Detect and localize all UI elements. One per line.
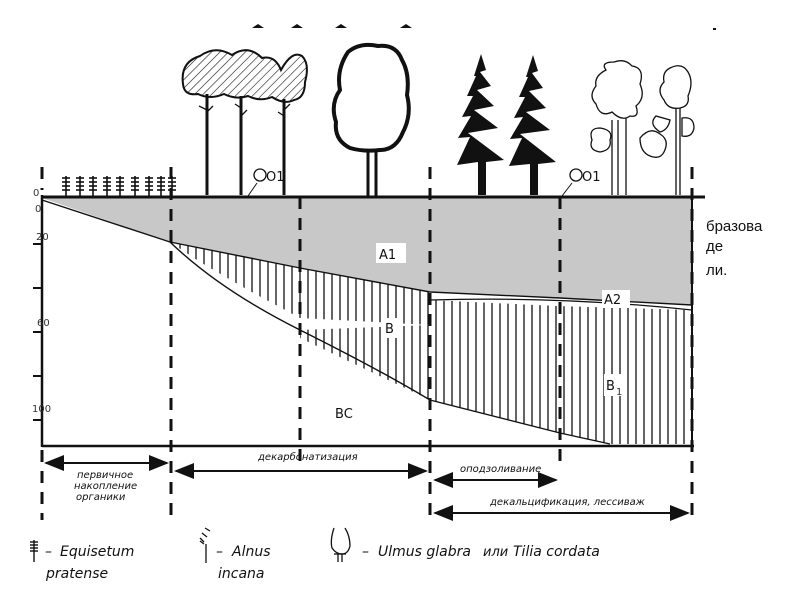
side-text-line-2: де <box>706 238 724 255</box>
litter-label-o1-left: O1 <box>266 170 285 185</box>
depth-label-60: 60 <box>37 318 50 329</box>
legend-alnus-name2: incana <box>218 566 265 582</box>
side-text-line-3: ли. <box>706 262 728 279</box>
equisetum-plant <box>89 176 97 196</box>
equisetum-plant <box>157 176 165 196</box>
side-text-line-1: бразова <box>706 218 763 235</box>
equisetum-plant <box>168 176 176 196</box>
equisetum-plant <box>145 176 153 196</box>
horizon-b1 <box>300 300 692 444</box>
equisetum-plant <box>62 176 70 196</box>
legend-equisetum-name1: Equisetum <box>60 544 134 560</box>
litter-label-o1-right: O1 <box>582 170 601 185</box>
top-fragment-marks <box>252 24 716 30</box>
legend-ulmus-dash: – <box>362 544 369 560</box>
legend-equisetum-dash: – <box>45 544 52 560</box>
equisetum-plant <box>116 176 124 196</box>
process-podzolization: оподзоливание <box>460 464 541 475</box>
depth-label-0b: 0 <box>35 204 41 215</box>
zone-dividers <box>40 167 694 520</box>
deciduous-outline-trees <box>561 60 695 197</box>
equisetum-plant <box>131 176 139 196</box>
horizon-a1 <box>42 198 692 305</box>
depth-axis-ticks <box>33 243 42 421</box>
legend: – Equisetum pratense – Alnus incana – Ul… <box>30 527 600 582</box>
alnus-icon <box>199 527 211 563</box>
label-b1-sub: 1 <box>616 387 622 398</box>
spruce-trees <box>457 54 556 195</box>
label-bc: BC <box>335 407 353 422</box>
process-primary-accumulation-line3: органики <box>76 492 126 503</box>
label-a2: A2 <box>604 293 621 308</box>
process-decarbonatization: декарбонатизация <box>257 451 358 463</box>
equisetum-plant <box>76 176 84 196</box>
label-a1: A1 <box>379 248 396 263</box>
deciduous-tree-icon <box>330 527 351 562</box>
process-primary-accumulation-line1: первичное <box>77 470 133 481</box>
process-arrows <box>44 455 690 521</box>
soil-profile: 0 0 20 60 100 A1 A2 B B 1 BC <box>32 167 705 520</box>
depth-label-0: 0 <box>33 188 39 199</box>
equisetum-plants <box>62 176 176 196</box>
legend-ulmus-name: Ulmus glabra <box>378 544 471 560</box>
depth-label-20: 20 <box>36 232 49 243</box>
legend-conj: или <box>483 545 508 560</box>
equisetum-icon <box>30 540 38 562</box>
alnus-trees: O1 <box>181 49 308 197</box>
legend-equisetum-name2: pratense <box>45 566 108 582</box>
process-decalcification-lessivage: декальцификация, лессиваж <box>489 497 645 508</box>
process-primary-accumulation-line2: накопление <box>74 481 137 492</box>
legend-alnus-dash: – <box>216 544 223 560</box>
legend-alnus-name1: Alnus <box>231 544 271 560</box>
legend-tilia-name: Tilia cordata <box>513 544 600 560</box>
label-b1: B <box>606 379 615 394</box>
equisetum-plant <box>103 176 111 196</box>
depth-label-100: 100 <box>32 404 51 415</box>
label-b: B <box>385 322 394 337</box>
ulmus-tree <box>331 42 411 196</box>
